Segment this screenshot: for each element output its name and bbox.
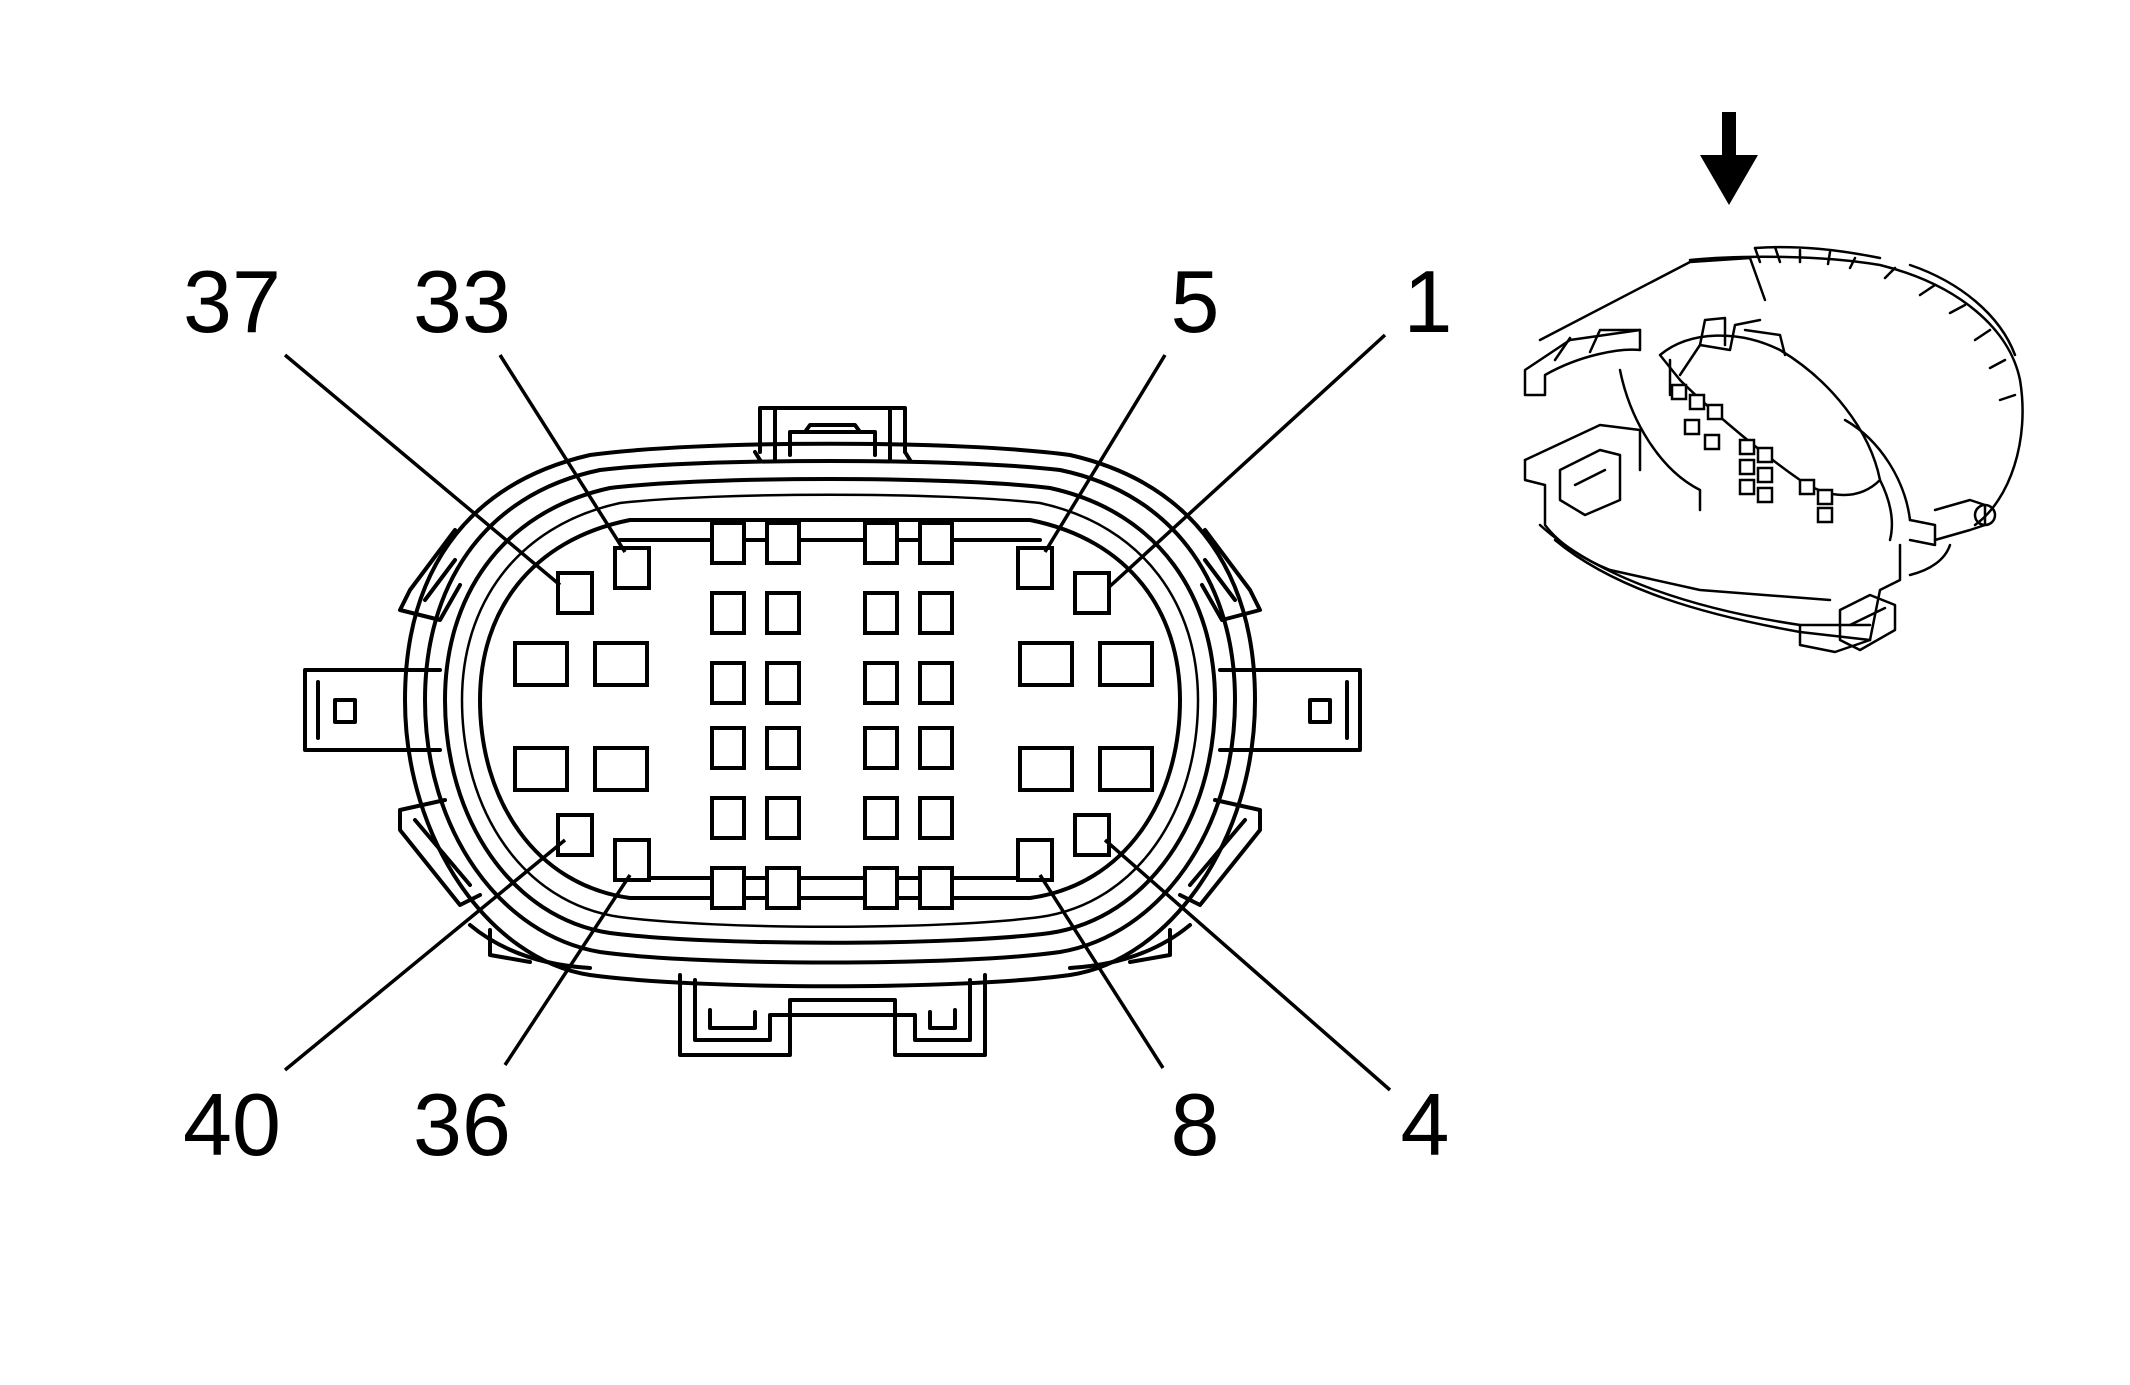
connector-face: 37 33 5 1 40 36 8 4: [183, 252, 1452, 1174]
cavity-37: [556, 571, 594, 615]
down-arrow-icon: [1700, 112, 1758, 205]
pin-label-4: 4: [1401, 1075, 1450, 1174]
top-latch: [753, 406, 912, 462]
pin-label-40: 40: [183, 1075, 281, 1174]
cavity-36: [613, 838, 651, 882]
pin-label-1: 1: [1404, 252, 1453, 351]
left-upper-rib: [398, 528, 462, 622]
pin-label-5: 5: [1171, 252, 1220, 351]
pin-label-36: 36: [413, 1075, 511, 1174]
connector-perspective-icon: [1523, 245, 2024, 654]
cavity-5: [1016, 546, 1054, 590]
right-cavities: [1016, 546, 1154, 882]
left-lower-rib: [398, 798, 482, 907]
cavity-8: [1016, 838, 1054, 882]
seal-ring-2: [443, 477, 1217, 945]
outer-housing: [403, 441, 1257, 989]
right-upper-rib: [1200, 528, 1262, 622]
bottom-keys: [678, 973, 987, 1057]
center-cavities: [710, 521, 954, 910]
pin-label-8: 8: [1171, 1075, 1220, 1174]
pin-label-37: 37: [183, 252, 281, 351]
left-latch-ear: [303, 668, 442, 752]
pin-label-33: 33: [413, 252, 511, 351]
face-inner-wall: [478, 518, 1182, 900]
seal-ring-3: [460, 493, 1200, 928]
cavity-4: [1073, 813, 1111, 857]
cavity-40: [556, 813, 594, 857]
cavity-33: [613, 546, 651, 590]
seal-ring-1: [423, 459, 1237, 965]
cavity-1: [1073, 571, 1111, 615]
right-lower-rib: [1178, 798, 1262, 907]
pin-labels: 37 33 5 1 40 36 8 4: [183, 252, 1452, 1174]
bottom-lip: [468, 923, 1192, 970]
left-cavities: [513, 546, 651, 882]
leader-lines: [283, 333, 1392, 1092]
right-latch-ear: [1218, 668, 1362, 752]
